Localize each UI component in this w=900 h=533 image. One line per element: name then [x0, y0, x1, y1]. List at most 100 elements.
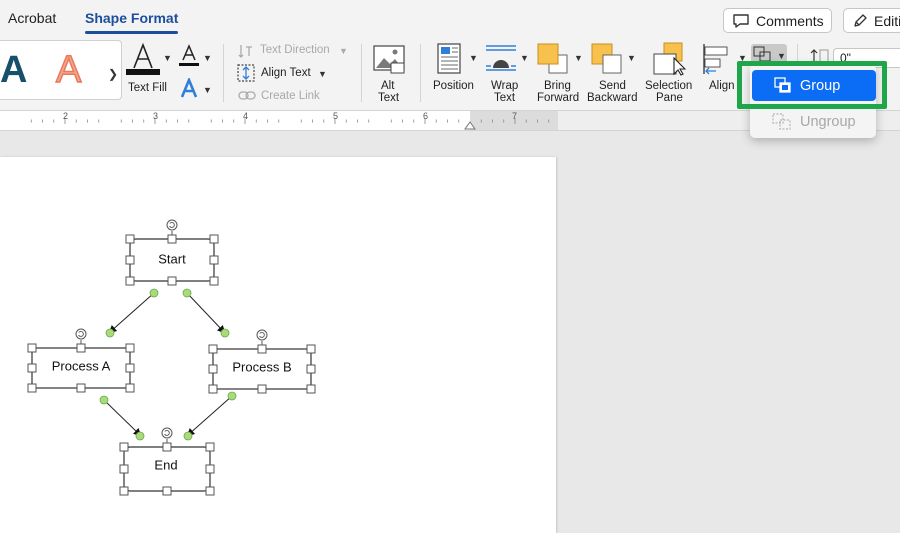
- flowchart-shape-start[interactable]: Start: [129, 238, 215, 282]
- resize-handle[interactable]: [125, 383, 135, 393]
- alt-text-icon[interactable]: [373, 45, 405, 75]
- group-objects-button[interactable]: ▼: [751, 44, 787, 66]
- wordart-style-dark[interactable]: A: [0, 49, 28, 91]
- resize-handle[interactable]: [167, 234, 177, 244]
- ruler-number: 5: [333, 111, 339, 121]
- chevron-right-icon[interactable]: ❯: [108, 67, 119, 81]
- connector-handle[interactable]: [105, 328, 115, 338]
- menu-item-ungroup[interactable]: Ungroup: [752, 108, 876, 136]
- resize-handle[interactable]: [209, 276, 219, 286]
- resize-handle[interactable]: [162, 442, 172, 452]
- resize-handle[interactable]: [257, 344, 267, 354]
- chevron-down-icon[interactable]: ▼: [318, 69, 327, 79]
- text-outline-icon[interactable]: [178, 44, 200, 68]
- resize-handle[interactable]: [167, 276, 177, 286]
- editing-label: Editi: [874, 12, 900, 29]
- connector-handle[interactable]: [135, 431, 145, 441]
- rotate-handle-icon[interactable]: [166, 219, 178, 231]
- chevron-down-icon[interactable]: ▼: [203, 85, 212, 95]
- comments-button[interactable]: Comments: [723, 8, 832, 33]
- resize-handle[interactable]: [76, 383, 86, 393]
- chevron-down-icon: ▼: [777, 51, 786, 61]
- resize-handle[interactable]: [306, 364, 316, 374]
- chevron-down-icon[interactable]: ▼: [574, 53, 583, 63]
- connector-handle[interactable]: [182, 288, 192, 298]
- resize-handle[interactable]: [208, 344, 218, 354]
- connector-handle[interactable]: [183, 431, 193, 441]
- bring-forward-icon[interactable]: [537, 43, 569, 75]
- resize-handle[interactable]: [125, 276, 135, 286]
- flowchart-shape-process-a[interactable]: Process A: [31, 347, 131, 389]
- chevron-down-icon[interactable]: ▼: [520, 53, 529, 63]
- resize-handle[interactable]: [306, 344, 316, 354]
- connector-handle[interactable]: [220, 328, 230, 338]
- resize-handle[interactable]: [205, 486, 215, 496]
- flowchart-shape-end[interactable]: End: [123, 446, 211, 492]
- chevron-down-icon[interactable]: ▼: [469, 53, 478, 63]
- resize-handle[interactable]: [209, 234, 219, 244]
- selection-pane-icon[interactable]: [652, 42, 686, 76]
- connector-handle[interactable]: [99, 395, 109, 405]
- resize-handle[interactable]: [209, 255, 219, 265]
- chevron-down-icon[interactable]: ▼: [339, 46, 348, 56]
- rotate-arrow-icon: [164, 429, 170, 436]
- selection-handles[interactable]: [27, 219, 316, 496]
- resize-handle[interactable]: [306, 384, 316, 394]
- menu-item-group[interactable]: Group: [752, 70, 876, 101]
- resize-handle[interactable]: [257, 384, 267, 394]
- text-direction-label[interactable]: Text Direction: [260, 44, 330, 56]
- indent-marker-icon[interactable]: [464, 121, 476, 130]
- wrap-text-icon[interactable]: [485, 44, 517, 74]
- text-fill-icon: [126, 42, 160, 75]
- rotate-handle-icon[interactable]: [75, 328, 87, 340]
- comment-icon: [733, 13, 749, 28]
- text-fill-label: Text Fill: [128, 82, 167, 94]
- connector-start-to-b[interactable]: [182, 288, 230, 338]
- resize-handle[interactable]: [125, 363, 135, 373]
- position-icon[interactable]: [437, 43, 463, 75]
- connector-b-to-end[interactable]: [183, 391, 237, 441]
- editing-button[interactable]: Editi: [843, 8, 900, 33]
- bring-forward-label-line2: Forward: [537, 92, 580, 104]
- resize-handle[interactable]: [125, 255, 135, 265]
- text-effects-icon[interactable]: [178, 78, 200, 100]
- chevron-down-icon[interactable]: ▼: [163, 53, 172, 63]
- document-page[interactable]: Start Process A Process B End: [0, 157, 556, 533]
- flowchart-shape-process-b[interactable]: Process B: [212, 348, 312, 390]
- rotate-handle-icon[interactable]: [161, 427, 173, 439]
- connector-start-to-a[interactable]: [105, 288, 159, 338]
- resize-handle[interactable]: [27, 343, 37, 353]
- resize-handle[interactable]: [119, 486, 129, 496]
- resize-handle[interactable]: [125, 234, 135, 244]
- connector-a-to-end[interactable]: [99, 395, 145, 441]
- connector-handle[interactable]: [149, 288, 159, 298]
- rotate-arrow-icon: [259, 331, 265, 338]
- align-text-label[interactable]: Align Text: [261, 67, 311, 79]
- align-objects-icon[interactable]: [702, 43, 732, 75]
- chevron-down-icon[interactable]: ▼: [203, 53, 212, 63]
- connector-handle[interactable]: [227, 391, 237, 401]
- resize-handle[interactable]: [162, 486, 172, 496]
- resize-handle[interactable]: [205, 442, 215, 452]
- resize-handle[interactable]: [27, 363, 37, 373]
- resize-handle[interactable]: [208, 364, 218, 374]
- resize-handle[interactable]: [205, 464, 215, 474]
- tab-shape-format[interactable]: Shape Format: [85, 10, 179, 26]
- horizontal-ruler[interactable]: 2 3 4 5 6 7: [0, 111, 900, 131]
- wordart-styles-gallery[interactable]: A A ❯: [0, 40, 122, 100]
- wordart-style-orange[interactable]: A: [55, 48, 82, 92]
- chevron-down-icon[interactable]: ▼: [627, 53, 636, 63]
- resize-handle[interactable]: [76, 343, 86, 353]
- tab-acrobat[interactable]: Acrobat: [8, 10, 57, 26]
- send-backward-icon[interactable]: [591, 43, 623, 75]
- resize-handle[interactable]: [125, 343, 135, 353]
- resize-handle[interactable]: [27, 383, 37, 393]
- rotate-handle-icon[interactable]: [256, 329, 268, 341]
- alt-text-label-line1: Alt: [381, 80, 395, 92]
- create-link-label[interactable]: Create Link: [261, 90, 320, 102]
- resize-handle[interactable]: [208, 384, 218, 394]
- resize-handle[interactable]: [119, 442, 129, 452]
- resize-handle[interactable]: [119, 464, 129, 474]
- chevron-down-icon[interactable]: ▼: [738, 53, 747, 63]
- text-fill-button[interactable]: Text Fill: [126, 42, 167, 102]
